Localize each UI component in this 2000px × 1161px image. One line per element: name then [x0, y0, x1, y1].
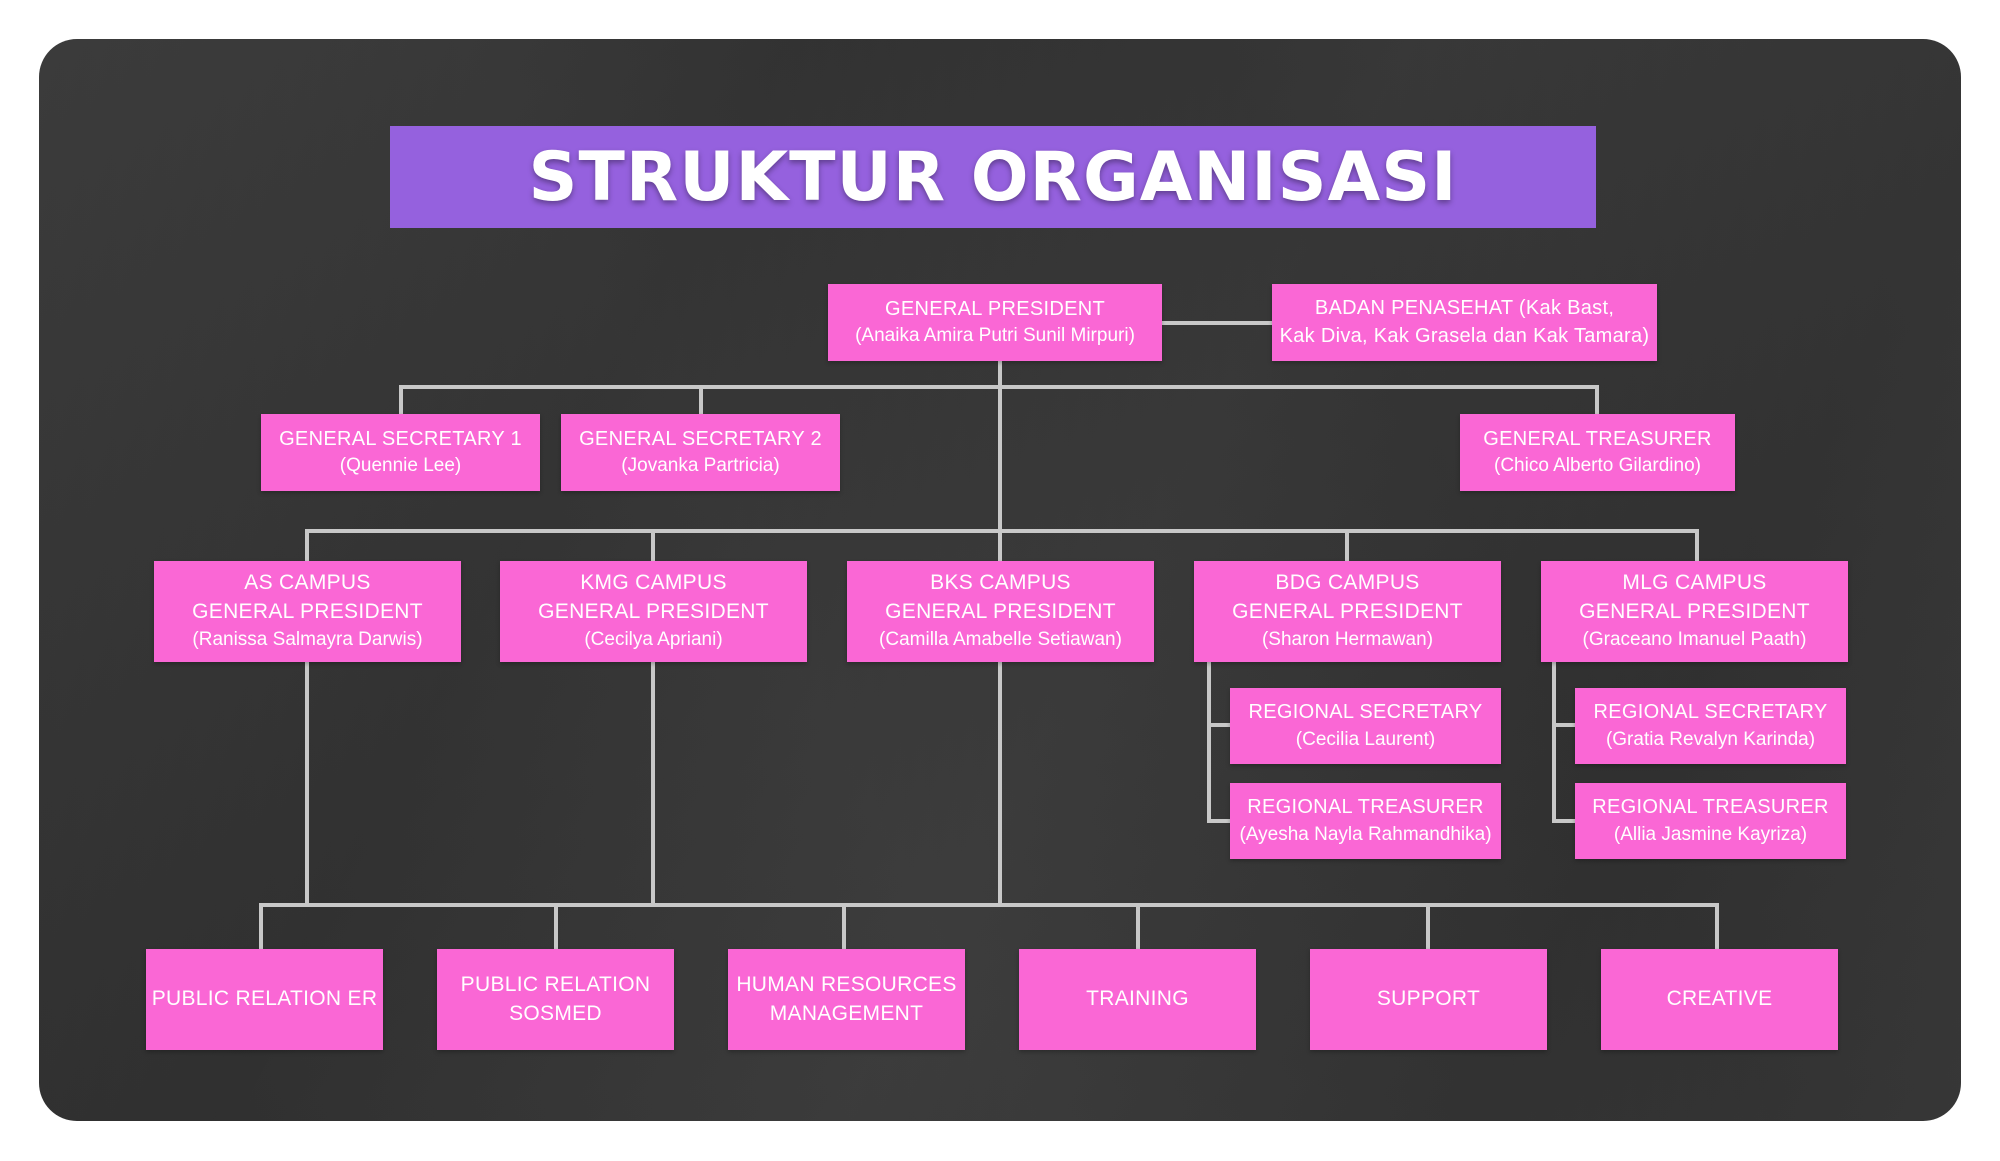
role-label: GENERAL PRESIDENT — [885, 600, 1116, 624]
campus-label: MLG CAMPUS — [1622, 571, 1767, 595]
role-label: REGIONAL SECRETARY — [1248, 701, 1483, 724]
mlg-regional-treasurer-box: REGIONAL TREASURER (Allia Jasmine Kayriz… — [1575, 783, 1846, 859]
division-label-2: SOSMED — [509, 1001, 602, 1025]
role-label: REGIONAL SECRETARY — [1593, 701, 1828, 724]
person-name: (Quennie Lee) — [339, 455, 462, 477]
division-creative: CREATIVE — [1601, 949, 1838, 1050]
as-campus-box: AS CAMPUS GENERAL PRESIDENT (Ranissa Sal… — [154, 561, 461, 662]
person-name: (Camilla Amabelle Setiawan) — [879, 629, 1122, 651]
person-name: (Sharon Hermawan) — [1261, 629, 1434, 651]
role-label: GENERAL TREASURER — [1483, 427, 1712, 450]
division-label: HUMAN RESOURCES — [736, 972, 957, 996]
campus-label: BKS CAMPUS — [930, 571, 1071, 595]
role-label: GENERAL PRESIDENT — [538, 600, 769, 624]
general-secretary-2-box: GENERAL SECRETARY 2 (Jovanka Partricia) — [561, 414, 840, 491]
campus-label: AS CAMPUS — [244, 571, 371, 595]
general-secretary-1-box: GENERAL SECRETARY 1 (Quennie Lee) — [261, 414, 540, 491]
division-public-relation-sosmed: PUBLIC RELATION SOSMED — [437, 949, 674, 1050]
division-label-2: MANAGEMENT — [769, 1001, 924, 1025]
division-label: SUPPORT — [1376, 987, 1481, 1011]
person-name: (Gratia Revalyn Karinda) — [1605, 728, 1816, 750]
role-label: GENERAL PRESIDENT — [1232, 600, 1463, 624]
role-label: GENERAL SECRETARY 1 — [279, 427, 522, 450]
campus-label: BDG CAMPUS — [1275, 571, 1420, 595]
person-name: (Cecilya Apriani) — [584, 629, 723, 651]
person-name: (Chico Alberto Gilardino) — [1494, 455, 1701, 477]
person-name: (Cecilia Laurent) — [1295, 728, 1436, 750]
campus-label: KMG CAMPUS — [580, 571, 727, 595]
title-banner: STRUKTUR ORGANISASI — [390, 126, 1596, 228]
mlg-regional-secretary-box: REGIONAL SECRETARY (Gratia Revalyn Karin… — [1575, 688, 1846, 764]
division-training: TRAINING — [1019, 949, 1256, 1050]
division-label: CREATIVE — [1666, 987, 1773, 1011]
role-label: REGIONAL TREASURER — [1247, 796, 1484, 819]
division-label: PUBLIC RELATION ER — [151, 987, 378, 1011]
role-label: GENERAL PRESIDENT — [1579, 600, 1810, 624]
advisory-board-box: BADAN PENASEHAT (Kak Bast, Kak Diva, Kak… — [1272, 284, 1657, 361]
division-human-resources: HUMAN RESOURCES MANAGEMENT — [728, 949, 965, 1050]
bdg-regional-treasurer-box: REGIONAL TREASURER (Ayesha Nayla Rahmand… — [1230, 783, 1501, 859]
general-treasurer-box: GENERAL TREASURER (Chico Alberto Gilardi… — [1460, 414, 1735, 491]
person-name: (Graceano Imanuel Paath) — [1582, 629, 1807, 651]
division-support: SUPPORT — [1310, 949, 1547, 1050]
general-president-box: GENERAL PRESIDENT (Anaika Amira Putri Su… — [828, 284, 1162, 361]
bks-campus-box: BKS CAMPUS GENERAL PRESIDENT (Camilla Am… — [847, 561, 1154, 662]
mlg-campus-box: MLG CAMPUS GENERAL PRESIDENT (Graceano I… — [1541, 561, 1848, 662]
bdg-campus-box: BDG CAMPUS GENERAL PRESIDENT (Sharon Her… — [1194, 561, 1501, 662]
person-name: (Allia Jasmine Kayriza) — [1613, 823, 1808, 845]
advisory-line-1: BADAN PENASEHAT (Kak Bast, — [1314, 296, 1615, 319]
role-label: GENERAL SECRETARY 2 — [579, 427, 822, 450]
kmg-campus-box: KMG CAMPUS GENERAL PRESIDENT (Cecilya Ap… — [500, 561, 807, 662]
advisory-line-2: Kak Diva, Kak Grasela dan Kak Tamara) — [1279, 324, 1650, 347]
division-public-relation-er: PUBLIC RELATION ER — [146, 949, 383, 1050]
role-label: GENERAL PRESIDENT — [885, 297, 1105, 320]
role-label: REGIONAL TREASURER — [1592, 796, 1829, 819]
role-label: GENERAL PRESIDENT — [192, 600, 423, 624]
division-label: PUBLIC RELATION — [460, 972, 651, 996]
person-name: (Anaika Amira Putri Sunil Mirpuri) — [855, 325, 1135, 347]
page-title: STRUKTUR ORGANISASI — [528, 137, 1458, 217]
bdg-regional-secretary-box: REGIONAL SECRETARY (Cecilia Laurent) — [1230, 688, 1501, 764]
division-label: TRAINING — [1086, 987, 1189, 1011]
person-name: (Ranissa Salmayra Darwis) — [192, 629, 423, 651]
person-name: (Jovanka Partricia) — [621, 455, 780, 477]
person-name: (Ayesha Nayla Rahmandhika) — [1239, 823, 1492, 845]
